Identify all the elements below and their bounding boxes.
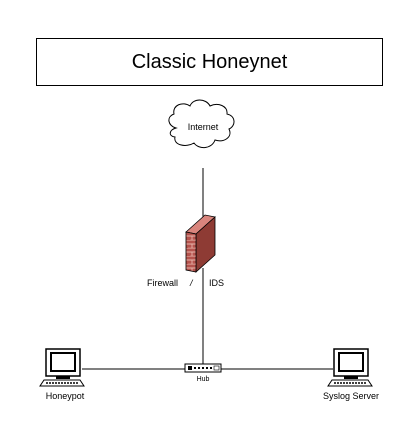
internet-cloud-icon <box>168 99 235 148</box>
syslog-server-computer-icon <box>327 348 373 387</box>
hub-label: Hub <box>197 376 210 383</box>
hub-icon <box>184 363 222 373</box>
title-box: Classic Honeynet <box>36 38 383 86</box>
firewall-label: Firewall <box>147 278 178 288</box>
ids-label: IDS <box>209 278 224 288</box>
firewall-icon <box>185 214 216 273</box>
syslog-server-label: Syslog Server <box>323 391 379 401</box>
honeypot-computer-icon <box>39 348 85 387</box>
separator-label: / <box>189 278 194 288</box>
honeypot-label: Honeypot <box>46 391 85 401</box>
connection-lines <box>82 168 333 370</box>
diagram-title: Classic Honeynet <box>131 50 288 73</box>
internet-label: Internet <box>188 122 219 132</box>
